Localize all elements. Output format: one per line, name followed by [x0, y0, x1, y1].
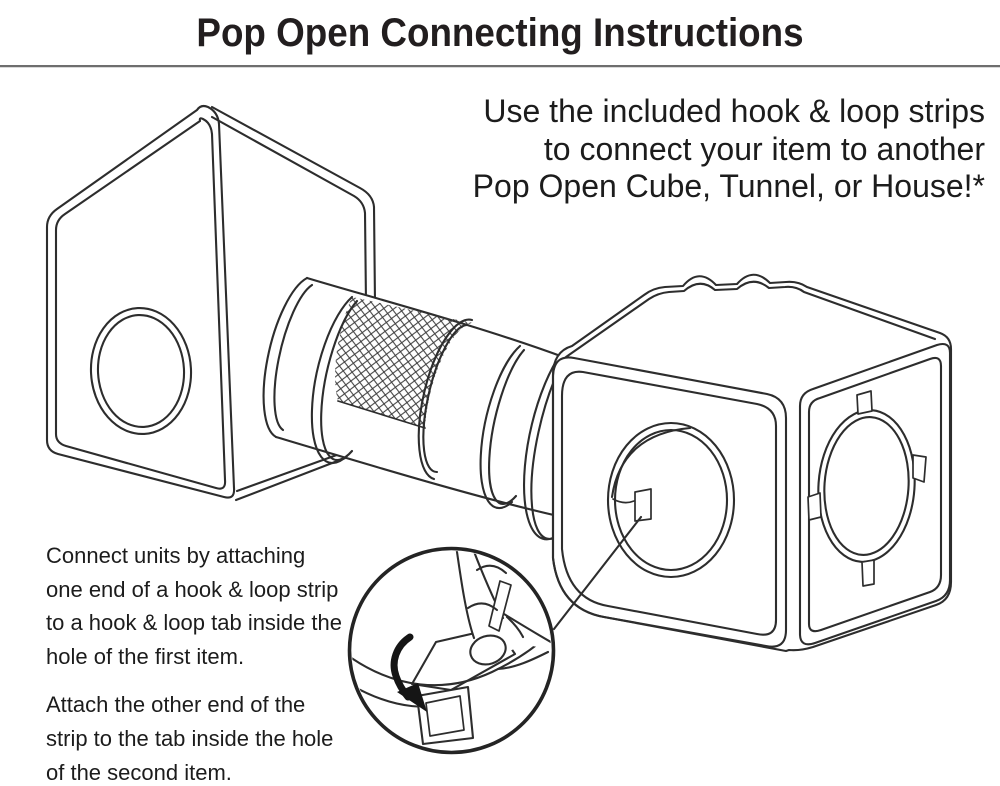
intro-line: Use the included hook & loop strips	[483, 93, 985, 129]
cube-front-hole	[606, 421, 736, 579]
tunnel	[262, 276, 592, 541]
house-front-inner-line	[54, 117, 227, 490]
tunnel-ring	[479, 344, 526, 510]
house-roof-edge	[210, 105, 377, 305]
hook-loop-tab-left	[807, 492, 822, 521]
hook-loop-tab-top	[856, 390, 873, 415]
page-title: Pop Open Connecting Instructions	[196, 11, 804, 55]
house-hole-inner	[96, 313, 186, 429]
cube-top-face-inner-line	[564, 280, 937, 359]
instruction-line: to a hook & loop tab inside the	[46, 610, 342, 636]
intro-line: Pop Open Cube, Tunnel, or House!*	[472, 168, 985, 204]
hook-loop-tab-outer	[415, 685, 475, 746]
cube	[551, 273, 953, 653]
target-tab	[415, 685, 475, 746]
cube-front-face-inner	[560, 370, 778, 636]
cube-right-face-inner	[807, 356, 943, 633]
finger-crease	[475, 564, 508, 575]
cube-side-hole	[807, 390, 927, 587]
hook-loop-tab-bottom	[861, 559, 875, 587]
instructions-text: Connect units by attaching one end of a …	[46, 539, 342, 786]
instruction-line: Connect units by attaching	[46, 543, 306, 568]
tunnel-end-ring	[262, 276, 314, 439]
house	[45, 104, 377, 502]
thumb-tip	[469, 634, 507, 666]
instruction-line: strip to the tab inside the hole	[46, 725, 334, 751]
palm-edge	[502, 612, 551, 647]
finger-left-edge	[454, 551, 476, 640]
hook-loop-tab-slit	[636, 491, 650, 495]
hook-loop-tab-inner	[425, 695, 465, 737]
tunnel-ring	[417, 318, 474, 481]
house-hole	[89, 306, 193, 436]
intro-text: Use the included hook & loop strips to c…	[473, 93, 985, 206]
tunnel-bottom-edge	[274, 435, 569, 520]
curved-down-arrow-icon	[390, 633, 427, 712]
cube-hole-through-edge	[610, 426, 692, 499]
instruction-line: hole of the first item.	[46, 643, 245, 669]
intro-line: to connect your item to another	[543, 130, 985, 167]
hook-loop-tab-right	[912, 454, 927, 483]
tunnel-mesh	[335, 297, 474, 428]
cube-hole-rim-line	[612, 498, 635, 504]
strip-end-flap	[488, 580, 512, 632]
house-hole-outer	[89, 306, 193, 436]
house-roof-edge-inner	[210, 115, 368, 305]
hole-rim-upper	[352, 627, 551, 687]
instruction-line: Attach the other end of the	[46, 692, 306, 718]
house-front-outline	[45, 104, 236, 499]
cube-front-hole-outer	[606, 421, 736, 579]
finger-crease	[466, 602, 499, 612]
cube-right-face	[798, 342, 952, 646]
tunnel-mesh-bottom-edge	[337, 400, 426, 429]
instructions-step-2: Attach the other end of the strip to the…	[46, 688, 342, 786]
callout-line	[552, 515, 643, 631]
tunnel-top-edge	[305, 276, 568, 360]
tunnel-ring	[310, 295, 359, 465]
hook-loop-tab-front	[634, 488, 652, 522]
palm-crease	[505, 615, 525, 639]
instruction-line: one end of a hook & loop strip	[46, 576, 339, 602]
arrow-head	[397, 683, 427, 712]
instruction-line: of the second item.	[46, 759, 232, 785]
cube-front-face	[551, 356, 788, 648]
cube-side-hole-inner	[823, 416, 910, 556]
instructions-step-1: Connect units by attaching one end of a …	[46, 539, 342, 673]
title-divider	[0, 65, 1000, 68]
hand-lower-edge	[496, 650, 550, 671]
magnifier-detail	[347, 546, 556, 755]
